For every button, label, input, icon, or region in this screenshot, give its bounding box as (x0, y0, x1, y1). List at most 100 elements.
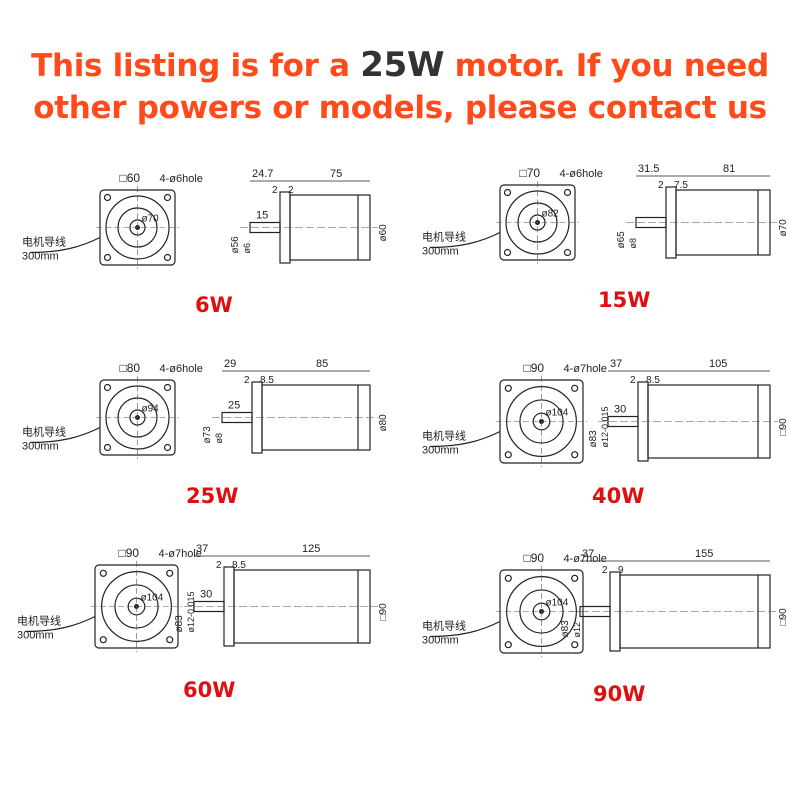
notice-line1-prefix: This listing is for a (31, 48, 361, 84)
square-dimension: □60 (120, 171, 141, 185)
dim-small-a: 2 (658, 180, 664, 191)
dim-body-dia: □90 (378, 603, 389, 621)
lead-length-label: 300mm (22, 251, 59, 263)
mount-hole (563, 188, 572, 197)
bolt-circle-dia: ø94 (142, 404, 160, 415)
mount-hole (504, 451, 512, 459)
dim-body-dia: ø60 (378, 224, 389, 242)
dim-body-dia: ø70 (778, 219, 789, 237)
lead-length-label: 300mm (422, 635, 459, 647)
dim-shaft-length: 25 (228, 400, 240, 412)
lead-wire-label: 电机导线 (422, 429, 466, 443)
motor-body (675, 189, 771, 256)
bolt-circle-dia: ø104 (141, 593, 164, 604)
power-label: 6W (195, 293, 233, 317)
dim-flange-to-shaft: 37 (610, 358, 622, 370)
dim-body-length: 81 (723, 163, 735, 175)
power-label: 15W (598, 288, 651, 312)
dim-small-a: 2 (602, 565, 608, 576)
mount-hole (503, 248, 512, 257)
dim-small-b: 7.5 (674, 180, 688, 191)
dim-flange-to-shaft: 37 (582, 548, 594, 560)
dim-small-b: 8.5 (260, 375, 274, 386)
lead-length-label: 300mm (422, 445, 459, 457)
lead-wire-label: 电机导线 (22, 425, 66, 439)
lead-wire-label: 电机导线 (22, 235, 66, 249)
dim-flange-dia: ø83 (588, 430, 599, 448)
mount-hole (563, 248, 572, 257)
lead-wire (429, 430, 501, 448)
square-dimension: □90 (524, 551, 545, 565)
dim-body-dia: □90 (778, 608, 789, 626)
dim-flange-dia: ø56 (230, 236, 241, 254)
notice-line1-suffix: motor. If you need (444, 48, 770, 84)
hole-spec: 4-ø7hole (564, 363, 607, 375)
square-dimension: □80 (120, 361, 141, 375)
mount-hole (103, 443, 112, 452)
highlight-power: 25W (360, 45, 445, 85)
notice-line-2: other powers or models, please contact u… (33, 90, 767, 126)
bolt-circle-dia: ø70 (142, 214, 160, 225)
dim-body-length: 75 (330, 168, 342, 180)
dim-body-length: 85 (316, 358, 328, 370)
lead-wire (29, 236, 101, 254)
dim-body-dia: ø80 (378, 414, 389, 432)
dim-small-a: 2 (630, 375, 636, 386)
notice-line-1: This listing is for a 25W motor. If you … (0, 44, 800, 87)
dim-flange-dia: ø73 (202, 426, 213, 444)
mount-hole (166, 636, 174, 644)
dim-small-b: 2 (288, 185, 294, 196)
mount-hole (163, 383, 172, 392)
dim-body-length: 125 (302, 543, 320, 555)
mount-hole (503, 188, 512, 197)
lead-wire-label: 电机导线 (17, 614, 61, 628)
mount-hole (571, 384, 579, 392)
power-label: 25W (186, 484, 239, 508)
mount-hole (103, 193, 112, 202)
dim-shaft-length: 30 (614, 404, 626, 416)
dim-shaft-dia: ø8 (628, 238, 638, 249)
hole-spec: 4-ø6hole (160, 363, 203, 375)
dim-flange-to-shaft: 31.5 (638, 163, 659, 175)
mount-hole (103, 383, 112, 392)
mount-hole (163, 443, 172, 452)
mount-hole (99, 636, 107, 644)
dim-shaft-dia: ø12 (572, 622, 582, 638)
mount-hole (571, 574, 579, 582)
dim-flange-dia: ø83 (174, 615, 185, 633)
power-label: 40W (592, 484, 645, 508)
dim-flange-to-shaft: 29 (224, 358, 236, 370)
bolt-circle-dia: ø82 (542, 209, 560, 220)
power-label: 60W (183, 678, 236, 702)
dim-small-b: 8.5 (646, 375, 660, 386)
bolt-circle-dia: ø104 (546, 598, 569, 609)
mount-hole (504, 384, 512, 392)
power-label: 90W (593, 682, 646, 706)
hole-spec: 4-ø7hole (159, 548, 202, 560)
dim-flange-to-shaft: 37 (196, 543, 208, 555)
lead-wire (429, 231, 501, 249)
dim-flange-dia: ø83 (560, 620, 571, 638)
dim-small-b: 8.5 (232, 560, 246, 571)
dim-body-length: 155 (695, 548, 713, 560)
lead-wire (429, 620, 501, 638)
mount-hole (571, 641, 579, 649)
hole-spec: 4-ø6hole (160, 173, 203, 185)
dim-small-a: 2 (272, 185, 278, 196)
dim-shaft-length: 30 (200, 589, 212, 601)
dim-flange-dia: ø65 (616, 231, 627, 249)
lead-length-label: 300mm (422, 246, 459, 258)
dim-shaft-dia: ø8 (214, 433, 224, 444)
bolt-circle-dia: ø104 (546, 408, 569, 419)
listing-notice: This listing is for a 25W motor. If you … (0, 44, 800, 129)
